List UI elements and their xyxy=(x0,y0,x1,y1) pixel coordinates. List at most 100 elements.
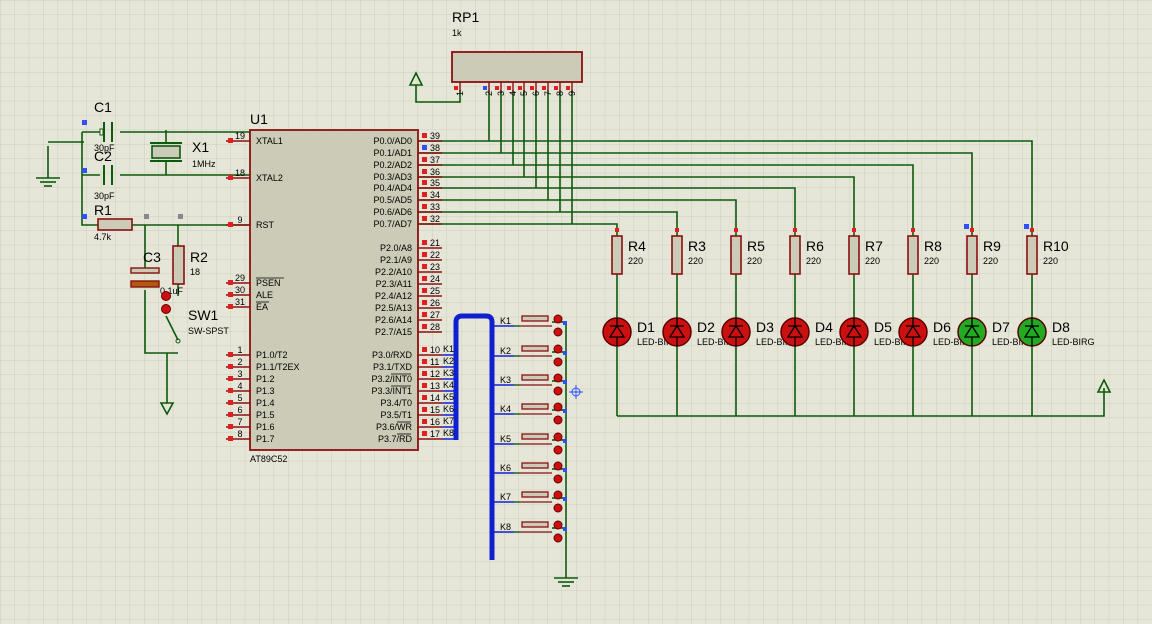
capacitor-c1[interactable]: C1 30pF xyxy=(94,99,115,153)
rp1-pin-9[interactable]: 9 xyxy=(566,82,577,96)
key-k4[interactable]: K4 xyxy=(492,402,567,425)
led-ref: D5 xyxy=(874,319,892,335)
u1-pin-label: P2.5/A13 xyxy=(375,303,412,313)
crystal-x1[interactable]: X1 1MHz xyxy=(150,139,216,169)
key-label: K2 xyxy=(500,346,511,356)
rp1-pin-4[interactable]: 4 xyxy=(507,82,518,96)
key-k3[interactable]: K3 xyxy=(492,373,567,396)
key-k1[interactable]: K1 xyxy=(492,314,567,337)
u1-pin-label: P2.6/A14 xyxy=(375,315,412,325)
u1-pin-label: P0.6/AD6 xyxy=(373,207,412,217)
key-k8[interactable]: K8 xyxy=(492,520,567,543)
capacitor-c2[interactable]: C2 30pF xyxy=(94,148,115,201)
chip-key-label-k6: K6 xyxy=(443,404,454,414)
u1-pin-label: P1.6 xyxy=(256,422,275,432)
capacitor-c3[interactable]: C3 0.1uF xyxy=(130,249,184,296)
chip-key-label-k1: K1 xyxy=(443,344,454,354)
u1-pin-label: P0.3/AD3 xyxy=(373,172,412,182)
rp1-pin-2[interactable]: 2 xyxy=(483,82,494,96)
rp1-pin-8[interactable]: 8 xyxy=(554,82,565,96)
resistor-value: 220 xyxy=(688,256,703,266)
resistor-ref: R8 xyxy=(924,238,942,254)
key-label: K3 xyxy=(500,375,511,385)
rp1-pin-5[interactable]: 5 xyxy=(518,82,529,96)
u1-pin-label: P1.3 xyxy=(256,386,275,396)
switch-sw1[interactable]: SW1 SW-SPST xyxy=(161,291,230,344)
u1-pin-label: P2.0/A8 xyxy=(380,243,412,253)
x1-ref: X1 xyxy=(192,139,209,155)
key-k7[interactable]: K7 xyxy=(492,490,567,513)
resistor-r2[interactable]: R2 18 xyxy=(172,245,208,285)
u1-pin-number: 30 xyxy=(235,285,245,295)
key-k5[interactable]: K5 xyxy=(492,432,567,455)
key-k2[interactable]: K2 xyxy=(492,344,567,367)
rp1-pin-3[interactable]: 3 xyxy=(495,82,506,96)
rp1-pin-7[interactable]: 7 xyxy=(542,82,553,96)
resistor-r1[interactable]: R1 4.7k xyxy=(94,202,133,242)
u1-pin-label: P3.5/T1 xyxy=(380,410,412,420)
rp1-pin-6[interactable]: 6 xyxy=(530,82,541,96)
u1-pin-number: 16 xyxy=(430,417,440,427)
rp1-pin-1[interactable]: 1 xyxy=(454,82,465,96)
key-k6[interactable]: K6 xyxy=(492,461,567,484)
